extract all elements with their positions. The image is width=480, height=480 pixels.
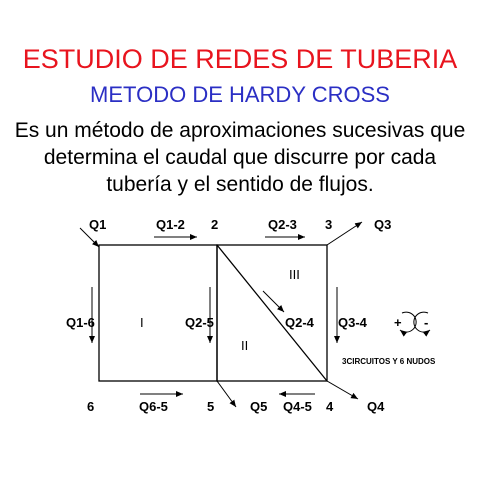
circuit-label: II (241, 338, 248, 353)
pipe-network (98, 244, 328, 382)
circuits-II-III-loop (216, 244, 328, 382)
flow-label: Q1-2 (156, 217, 185, 232)
sign-minus: - (424, 315, 428, 330)
node-label: 3 (325, 217, 332, 232)
flow-label: Q3 (374, 217, 391, 232)
flow-label: Q2-5 (185, 315, 214, 330)
arrow-q5 (216, 380, 237, 408)
arrow-q2-4 (262, 290, 285, 313)
flow-label: Q3-4 (338, 315, 368, 330)
flow-label: Q1 (89, 217, 106, 232)
flow-label: Q2-4 (285, 315, 315, 330)
counterclockwise-arrow-icon (413, 311, 431, 337)
sign-plus: + (394, 315, 402, 330)
flow-label: Q4 (367, 399, 385, 414)
flow-label: Q1-6 (66, 315, 95, 330)
circuit-label: I (140, 315, 144, 330)
arrow-q1 (79, 227, 100, 248)
flow-arrows (79, 221, 363, 408)
sign-convention: + - (394, 311, 431, 337)
description-line: Es un método de aproximaciones sucesivas… (14, 119, 466, 142)
circuit-I-loop (98, 244, 218, 382)
node-label: 4 (326, 399, 334, 414)
flow-label: Q6-5 (139, 399, 168, 414)
page-title: ESTUDIO DE REDES DE TUBERIA (22, 44, 458, 74)
flow-label: Q5 (250, 399, 267, 414)
arrow-q3 (326, 221, 363, 246)
arrow-q4 (326, 380, 359, 400)
description-line: tubería y el sentido de flujos. (106, 173, 374, 196)
node-label: 6 (87, 399, 94, 414)
description-line: determina el caudal que discurre por cad… (43, 146, 437, 169)
pipe-2-4 (216, 244, 328, 382)
page-subtitle: METODO DE HARDY CROSS (90, 82, 390, 107)
node-label: 2 (211, 217, 218, 232)
clockwise-arrow-icon (399, 311, 417, 337)
flow-label: Q4-5 (283, 399, 312, 414)
node-label: 5 (207, 399, 214, 414)
network-note: 3CIRCUITOS Y 6 NUDOS (342, 357, 436, 366)
flow-label: Q2-3 (268, 217, 297, 232)
circuit-label: III (289, 267, 300, 282)
